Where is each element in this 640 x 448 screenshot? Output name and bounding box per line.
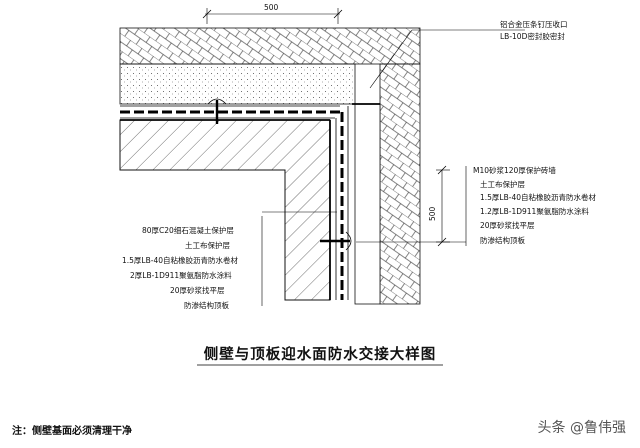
dim-top-tick-left bbox=[202, 9, 212, 19]
watermark: 头条 @鲁伟强 bbox=[537, 420, 626, 436]
label-left-3: 1.5厚LB-40自粘橡胶沥青防水卷材 bbox=[122, 256, 239, 265]
label-right-4: 1.2厚LB-1D911聚氨脂防水涂料 bbox=[480, 207, 589, 216]
label-left-6: 防渗结构顶板 bbox=[184, 301, 229, 310]
drawing-title: 侧壁与顶板迎水面防水交接大样图 bbox=[203, 346, 437, 363]
label-right-3: 1.5厚LB-40自粘橡胶沥青防水卷材 bbox=[480, 193, 597, 202]
label-top-right-1: 铝合金压条钉压收口 bbox=[500, 20, 568, 29]
protective-brick-wall bbox=[354, 103, 381, 305]
leader-top-right-diag bbox=[369, 29, 413, 89]
label-left-1: 80厚C20细石混凝土保护层 bbox=[142, 226, 234, 235]
label-right-6: 防渗结构顶板 bbox=[480, 236, 525, 245]
label-right-2: 土工布保护层 bbox=[480, 180, 525, 189]
dim-right-text: 500 bbox=[428, 206, 437, 221]
dim-top-text: 500 bbox=[264, 3, 279, 12]
drawing-note: 注：侧壁基面必须清理干净 bbox=[12, 426, 132, 437]
side-wall-upper bbox=[379, 63, 421, 305]
top-sealant bbox=[207, 98, 227, 105]
side-sealant bbox=[345, 231, 352, 251]
concrete-protection-layer bbox=[119, 63, 356, 105]
label-right-5: 20厚砂浆找平层 bbox=[480, 221, 535, 230]
roof-slab bbox=[119, 27, 421, 65]
dim-top-tick-right bbox=[333, 9, 343, 19]
label-top-right-2: LB-10D密封胶密封 bbox=[500, 32, 565, 41]
label-left-4: 2厚LB-1D911聚氨脂防水涂料 bbox=[130, 271, 232, 280]
label-left-5: 20厚砂浆找平层 bbox=[170, 286, 225, 295]
label-right-1: M10砂浆120厚保护砖墙 bbox=[473, 166, 556, 175]
label-left-2: 土工布保护层 bbox=[185, 241, 230, 250]
